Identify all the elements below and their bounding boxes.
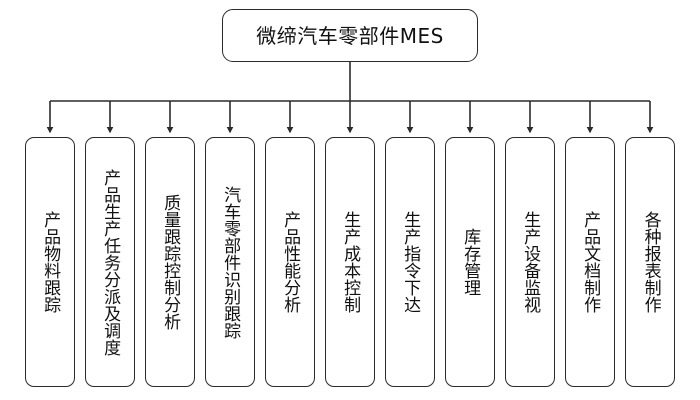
root-node[interactable]: 微缔汽车零部件MES	[222, 9, 478, 62]
node-label: 产品性能分析	[280, 211, 301, 313]
node-label: 产品生产任务分派及调度	[100, 168, 121, 356]
node-production-task-dispatch-scheduling[interactable]: 产品生产任务分派及调度	[85, 137, 135, 387]
node-label: 汽车零部件识别跟踪	[220, 185, 241, 339]
node-label: 各种报表制作	[640, 211, 661, 313]
node-product-material-tracking[interactable]: 产品物料跟踪	[25, 137, 75, 387]
node-label: 生产指令下达	[400, 211, 421, 313]
node-label: 产品文档制作	[580, 211, 601, 313]
node-auto-parts-identification-tracking[interactable]: 汽车零部件识别跟踪	[205, 137, 255, 387]
node-production-order-release[interactable]: 生产指令下达	[385, 137, 435, 387]
node-product-performance-analysis[interactable]: 产品性能分析	[265, 137, 315, 387]
node-label: 库存管理	[460, 228, 481, 296]
node-label: 生产成本控制	[340, 211, 361, 313]
node-label: 生产设备监视	[520, 211, 541, 313]
node-label: 产品物料跟踪	[40, 211, 61, 313]
node-production-equipment-monitoring[interactable]: 生产设备监视	[505, 137, 555, 387]
node-quality-tracking-control-analysis[interactable]: 质量跟踪控制分析	[145, 137, 195, 387]
node-production-cost-control[interactable]: 生产成本控制	[325, 137, 375, 387]
node-inventory-management[interactable]: 库存管理	[445, 137, 495, 387]
node-product-document-creation[interactable]: 产品文档制作	[565, 137, 615, 387]
node-various-report-creation[interactable]: 各种报表制作	[625, 137, 675, 387]
root-node-label: 微缔汽车零部件MES	[256, 23, 444, 48]
node-label: 质量跟踪控制分析	[160, 194, 181, 330]
